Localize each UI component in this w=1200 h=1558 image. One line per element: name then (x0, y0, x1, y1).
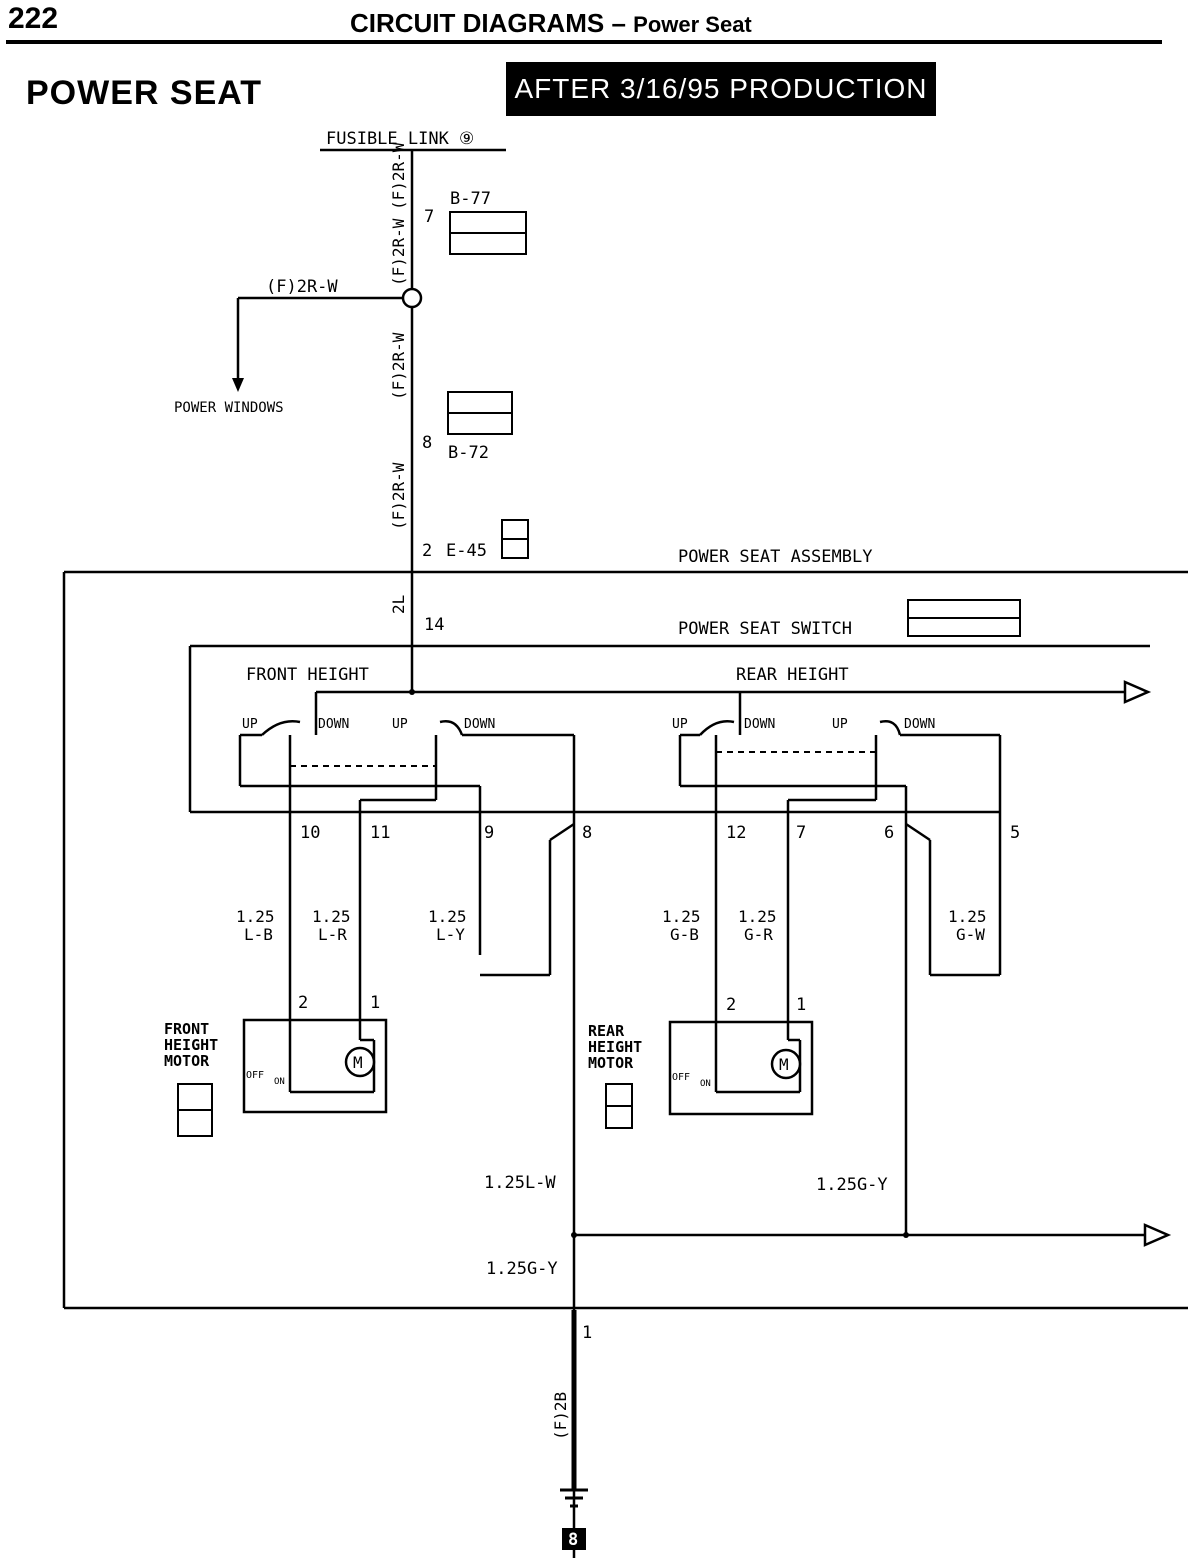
pin-11: 11 (370, 823, 390, 843)
production-badge: AFTER 3/16/95 PRODUCTION (506, 62, 936, 116)
header-rule (6, 40, 1162, 44)
rear-down-label-2: DOWN (904, 717, 935, 732)
section-title: POWER SEAT (26, 74, 263, 112)
b77-label: B-77 (450, 189, 491, 209)
wire-lb-size: 1.25 (236, 907, 275, 926)
continuation-2-arrow-icon (1143, 1223, 1172, 1247)
wire-label-2l: 2L (389, 595, 408, 614)
switch-connector-icon (907, 599, 1021, 637)
ground-wire-label: (F)2B (551, 1392, 570, 1440)
pin-10: 10 (300, 823, 320, 843)
front-down-label-2: DOWN (464, 717, 495, 732)
rear-motor-on: ON (700, 1079, 711, 1089)
wire-lb-color: L-B (244, 925, 273, 944)
wire-lr-size: 1.25 (312, 907, 351, 926)
e45-pin: 2 (422, 541, 432, 561)
assembly-label: POWER SEAT ASSEMBLY (678, 547, 872, 567)
fusible-link-label: FUSIBLE LINK ⑨ (326, 129, 474, 149)
wire-lr-color: L-R (318, 925, 347, 944)
pin-7: 7 (796, 823, 806, 843)
wire-gb-size: 1.25 (662, 907, 701, 926)
rear-motor-symbol: M (779, 1055, 789, 1074)
front-motor-label-1: FRONT (164, 1020, 209, 1038)
front-height-label: FRONT HEIGHT (246, 665, 369, 685)
wire-label-mid1: (F)2R-W (389, 218, 408, 286)
front-up-label-1: UP (242, 717, 258, 732)
header-separator: – (611, 8, 626, 38)
continuation-1-arrow-icon (1123, 680, 1152, 704)
wire-ly-size: 1.25 (428, 907, 467, 926)
rear-motor-pin-1: 1 (796, 995, 806, 1015)
wire-gr-size: 1.25 (738, 907, 777, 926)
wire-gw-color: G-W (956, 925, 985, 944)
header-title: CIRCUIT DIAGRAMS (350, 8, 605, 38)
pin-6: 6 (884, 823, 894, 843)
ground-pin: 1 (582, 1323, 592, 1343)
ground-reference-number: 8 (568, 1530, 578, 1550)
wire-gy-right-label: 1.25G-Y (816, 1175, 888, 1195)
wire-label-mid2: (F)2R-W (389, 332, 408, 400)
b77-pin: 7 (424, 207, 434, 227)
front-motor-on: ON (274, 1077, 285, 1087)
switch-label: POWER SEAT SWITCH (678, 619, 852, 639)
front-up-label-2: UP (392, 717, 408, 732)
wire-label-top: (F)2R-W (389, 142, 408, 210)
wire-gy-left-label: 1.25G-Y (486, 1259, 558, 1279)
front-motor-connector-icon (177, 1083, 213, 1137)
rear-motor-off: OFF (672, 1072, 690, 1083)
rear-motor-label-2: HEIGHT (588, 1038, 642, 1056)
header-subtitle: Power Seat (633, 12, 752, 37)
pin-8: 8 (582, 823, 592, 843)
wire-label-mid3: (F)2R-W (389, 462, 408, 530)
front-motor-pin-1: 1 (370, 993, 380, 1013)
rear-motor-label-1: REAR (588, 1022, 625, 1040)
rear-motor-label-3: MOTOR (588, 1054, 634, 1072)
page-number: 222 (8, 2, 59, 35)
b72-connector-icon (447, 391, 513, 435)
wire-gr-color: G-R (744, 925, 773, 944)
rear-motor-pin-2: 2 (726, 995, 736, 1015)
front-motor-symbol: M (353, 1053, 363, 1072)
wire-gb-color: G-B (670, 925, 699, 944)
pin-9: 9 (484, 823, 494, 843)
front-motor-label-2: HEIGHT (164, 1036, 218, 1054)
switch-input-pin: 14 (424, 615, 444, 635)
wire-label-branch: (F)2R-W (266, 277, 338, 297)
front-motor-off: OFF (246, 1070, 264, 1081)
wire-ly-color: L-Y (436, 925, 465, 944)
front-motor-pin-2: 2 (298, 993, 308, 1013)
rear-motor-connector-icon (605, 1083, 633, 1129)
e45-label: E-45 (446, 541, 487, 561)
ground-icon (560, 1488, 588, 1508)
page-header: CIRCUIT DIAGRAMS – Power Seat (350, 8, 752, 39)
rear-up-label-2: UP (832, 717, 848, 732)
rear-up-label-1: UP (672, 717, 688, 732)
power-windows-label: POWER WINDOWS (174, 400, 284, 416)
b77-connector-icon (449, 211, 527, 255)
b72-label: B-72 (448, 443, 489, 463)
wire-lw-label: 1.25L-W (484, 1173, 556, 1193)
b72-pin: 8 (422, 433, 432, 453)
front-motor-label-3: MOTOR (164, 1052, 210, 1070)
wire-gw-size: 1.25 (948, 907, 987, 926)
pin-5: 5 (1010, 823, 1020, 843)
e45-connector-icon (501, 519, 529, 559)
rear-height-label: REAR HEIGHT (736, 665, 849, 685)
front-down-label-1: DOWN (318, 717, 349, 732)
rear-down-label-1: DOWN (744, 717, 775, 732)
pin-12: 12 (726, 823, 746, 843)
